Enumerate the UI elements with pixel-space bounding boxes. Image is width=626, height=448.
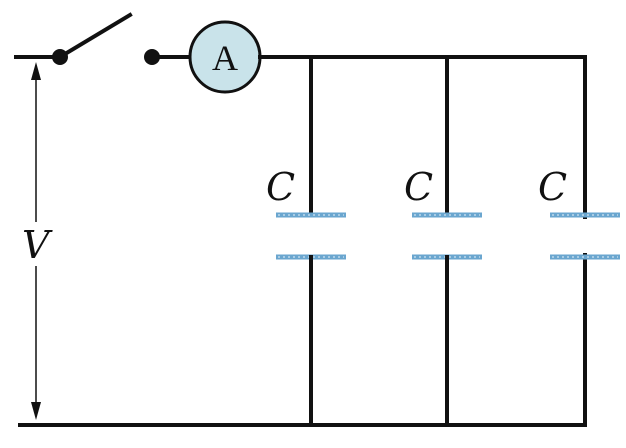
voltage-label: V: [22, 223, 53, 267]
capacitor-1-label: C: [266, 165, 295, 209]
capacitor-2: C: [404, 55, 482, 427]
voltage-arrow: V: [22, 62, 53, 420]
capacitor-1: C: [266, 55, 346, 427]
capacitor-2-label: C: [404, 165, 433, 209]
voltage-arrow-down-head: [31, 402, 41, 420]
voltage-arrow-up-head: [31, 62, 41, 80]
ammeter-label: A: [212, 38, 238, 78]
switch-blade: [57, 12, 133, 60]
capacitor-3: C: [538, 165, 620, 260]
ammeter: A: [188, 20, 262, 94]
capacitor-3-label: C: [538, 165, 567, 209]
switch-pivot-node: [52, 49, 68, 65]
